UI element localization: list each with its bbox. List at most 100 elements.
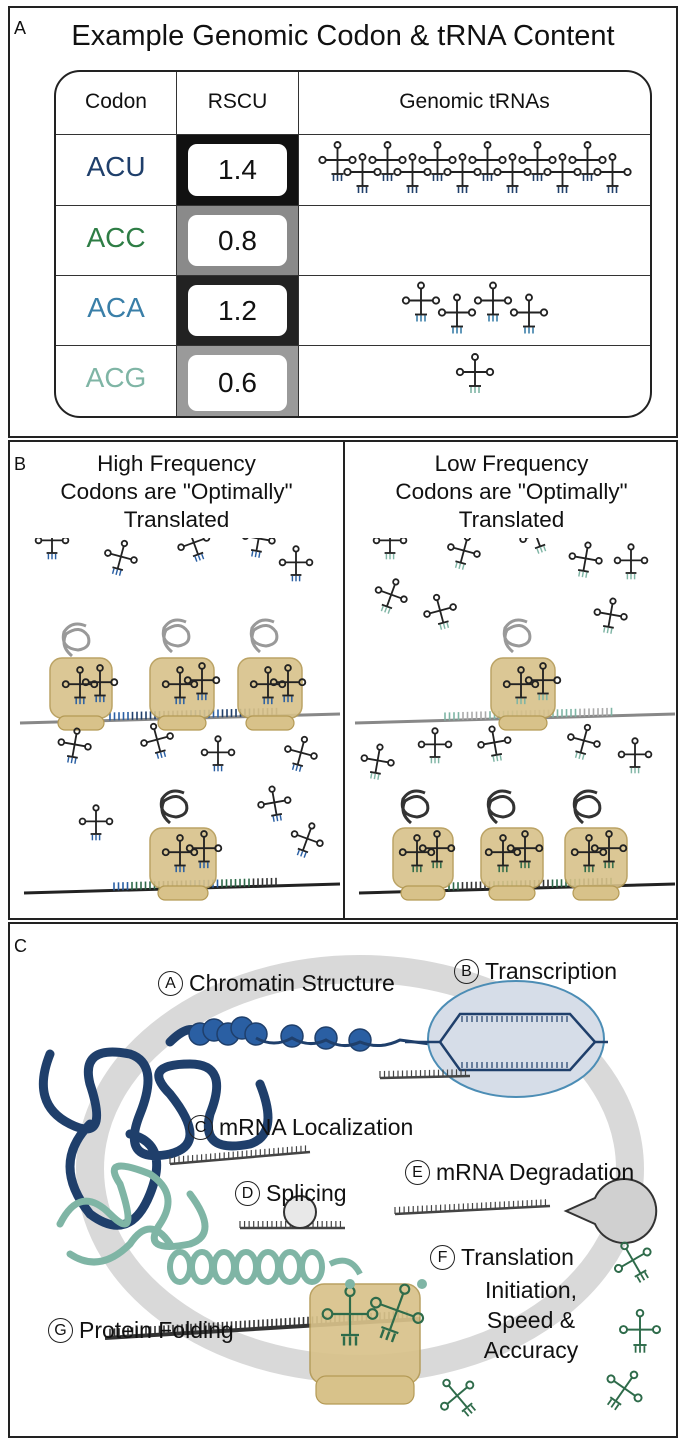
chromatin-structure-text: Chromatin Structure <box>189 970 395 996</box>
free-trna-icon <box>34 538 70 560</box>
bound-trna-icon <box>269 664 307 703</box>
mrna-degradation-text: mRNA Degradation <box>436 1159 635 1185</box>
table-row-line <box>56 205 650 206</box>
transcription-bubble <box>427 980 605 1098</box>
translation-subtext-line: Speed & <box>486 1307 576 1333</box>
panel-c: C A Chromatin Structure B Transcription … <box>8 922 678 1438</box>
free-trna-icon <box>57 727 92 764</box>
rscu-value-aca: 1.2 <box>188 285 287 336</box>
header-codon: Codon <box>85 90 147 113</box>
nascent-mrna <box>379 1069 471 1080</box>
translation-subtext-line: Initiation, <box>484 1277 578 1303</box>
low-frequency-title: Low Frequency Codons are "Optimally" Tra… <box>345 450 678 534</box>
mrna-localization-text: mRNA Localization <box>219 1114 414 1140</box>
free-trna-icon <box>290 822 324 858</box>
bound-trna-icon <box>81 664 119 703</box>
translation-text: Translation <box>461 1244 574 1270</box>
circled-letter-g: G <box>48 1318 73 1343</box>
free-trna-icon <box>593 597 628 634</box>
label-splicing: D Splicing <box>235 1180 347 1207</box>
ribosome <box>149 657 215 731</box>
trna-icon <box>437 293 477 334</box>
circled-letter-c: C <box>188 1115 213 1140</box>
trna-icon <box>468 141 507 181</box>
bound-trna-icon <box>161 666 199 705</box>
splicing-lariat <box>283 1195 317 1229</box>
ribosome <box>309 1283 421 1385</box>
trna-icon <box>493 153 532 193</box>
free-trna-icon <box>606 1370 643 1411</box>
ribosome <box>564 827 628 901</box>
codon-acg: ACG <box>85 362 147 393</box>
free-trna-icon <box>519 538 547 554</box>
rscu-cell-acc: 0.8 <box>177 206 298 275</box>
codon-table: Codon RSCU Genomic tRNAs ACU 1.4 ACC 0.8… <box>54 70 652 418</box>
free-trna-icon <box>104 539 138 576</box>
panel-a: A Example Genomic Codon & tRNA Content C… <box>8 6 678 438</box>
trna-icon <box>368 141 407 181</box>
nascent-peptide <box>400 789 430 825</box>
label-chromatin-structure: A Chromatin Structure <box>158 970 395 997</box>
label-transcription: B Transcription <box>454 958 617 985</box>
bound-trna-icon <box>321 1285 379 1346</box>
nascent-peptide <box>159 789 189 825</box>
panel-b-label: B <box>14 454 27 474</box>
free-trna-icon <box>78 804 114 841</box>
nascent-peptide <box>486 789 516 825</box>
high-frequency-title-line: Translated <box>123 507 230 532</box>
trna-icon <box>393 153 432 193</box>
trna-icon <box>593 153 632 193</box>
high-frequency-title-line: High Frequency <box>97 451 256 476</box>
free-trna-icon <box>257 785 292 822</box>
free-trna-icon <box>417 727 453 764</box>
bound-trna-icon <box>161 834 199 873</box>
panel-b-divider <box>343 442 345 918</box>
free-trna-icon <box>360 743 395 780</box>
translation-subtext-line: Accuracy <box>483 1337 579 1363</box>
free-trna-icon <box>423 593 457 630</box>
folding-protein <box>56 1162 209 1266</box>
trna-icon <box>401 281 441 322</box>
bound-trna-icon <box>590 830 628 869</box>
bound-trna-icon <box>570 834 608 873</box>
circled-letter-b: B <box>454 959 479 984</box>
free-trna-icon <box>284 735 318 772</box>
ribosome <box>149 827 217 901</box>
high-frequency-title: High Frequency Codons are "Optimally" Tr… <box>10 450 343 534</box>
rscu-value-acg: 0.6 <box>188 355 287 411</box>
splicing-text: Splicing <box>266 1180 347 1206</box>
free-trna-icon <box>241 538 276 558</box>
trna-icon <box>509 293 549 334</box>
label-mrna-localization: C mRNA Localization <box>188 1114 413 1141</box>
genomic-trna-icons <box>318 141 632 393</box>
low-frequency-title-line: Low Frequency <box>434 451 589 476</box>
rscu-cell-acu: 1.4 <box>177 135 298 205</box>
ribosome-translation-illustration <box>19 538 676 901</box>
table-row-line <box>56 134 650 135</box>
free-trna-icon <box>447 538 481 570</box>
gene-expression-cycle-illustration <box>38 955 661 1417</box>
bound-trna-icon <box>398 834 436 873</box>
trna-icon <box>343 153 382 193</box>
nascent-peptide <box>572 789 602 825</box>
transcription-text: Transcription <box>485 958 618 984</box>
bound-trna-icon <box>524 662 562 701</box>
codon-acu: ACU <box>86 151 146 182</box>
degrading-mrna <box>394 1199 551 1216</box>
bound-trna-icon <box>418 830 456 869</box>
trna-icon <box>543 153 582 193</box>
circled-letter-a: A <box>158 971 183 996</box>
free-trna-icon <box>613 543 649 580</box>
label-protein-folding: G Protein Folding <box>48 1317 234 1344</box>
panel-b: B High Frequency Codons are "Optimally" … <box>8 440 678 920</box>
trna-icon <box>318 141 357 181</box>
free-trna-icon <box>140 722 174 759</box>
nascent-peptide <box>249 618 279 654</box>
free-trna-icon <box>477 725 512 762</box>
free-trna-icon <box>567 723 601 760</box>
protein-coil <box>167 1249 325 1285</box>
circled-letter-f: F <box>430 1245 455 1270</box>
bound-trna-icon <box>506 830 544 869</box>
trna-icon <box>443 153 482 193</box>
trna-icon <box>455 353 495 393</box>
